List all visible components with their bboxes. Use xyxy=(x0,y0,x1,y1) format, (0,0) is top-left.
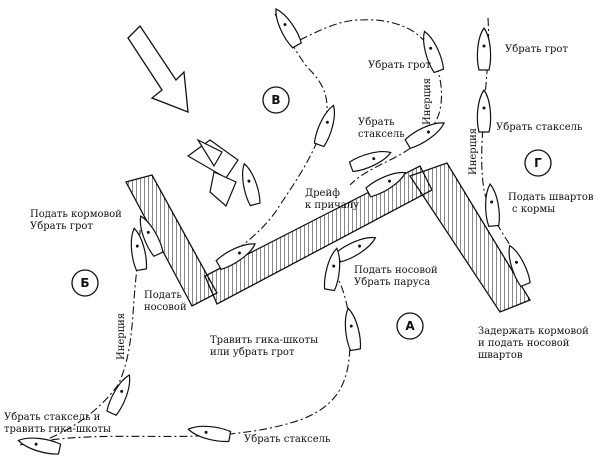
pier xyxy=(125,162,531,313)
boat-group-icon xyxy=(186,138,239,208)
marker-g: Г xyxy=(524,149,552,177)
marker-a: А xyxy=(396,312,424,340)
label-travit-2: или убрать грот xyxy=(210,347,295,358)
path-v2 xyxy=(299,19,443,186)
label-podat-shvartov-1: Подать швартов xyxy=(508,192,594,203)
label-zaderzhat-3: швартов xyxy=(478,350,523,361)
label-podat-shvartov-2: с кормы xyxy=(512,204,555,215)
marker-b: Б xyxy=(71,269,99,297)
course-paths xyxy=(19,13,513,446)
wind-arrow-icon xyxy=(127,24,189,113)
boat-icon xyxy=(237,161,263,207)
boat-icon xyxy=(104,371,136,417)
label-podat: Подать xyxy=(144,290,182,301)
boat-icon xyxy=(186,422,232,444)
label-ubrat-grot-top: Убрать грот xyxy=(368,60,431,71)
label-podat-nosovoy-ubrat-1: Подать носовой xyxy=(354,265,438,276)
marker-a-letter: А xyxy=(405,319,415,333)
marker-v-letter: В xyxy=(271,93,280,107)
boat-icon xyxy=(341,306,363,352)
label-zaderzhat-1: Задержать кормовой xyxy=(478,326,589,337)
label-ubrat-grot-right: Убрать грот xyxy=(505,44,568,55)
label-travit-1: Травить гика-шкоты xyxy=(210,335,318,346)
label-ubrat-staksel-bottom: Убрать стаксель xyxy=(244,434,331,445)
label-inertia-top: Инерция xyxy=(422,78,433,125)
label-dreif-1: Дрейф xyxy=(305,188,340,199)
label-podat-nosovoy-ubrat-2: Убрать паруса xyxy=(354,277,430,288)
label-ubrat-staksel-right: Убрать стаксель xyxy=(496,122,583,133)
boat-icon xyxy=(348,145,394,174)
boat-icon xyxy=(312,102,341,148)
boats xyxy=(16,5,533,457)
boat-icon xyxy=(482,182,501,228)
label-inertia-left: Инерция xyxy=(116,313,127,360)
label-nosovoy: носовой xyxy=(144,302,187,313)
marker-v: В xyxy=(262,86,290,114)
label-podat-kormovoy: Подать кормовой xyxy=(30,209,122,220)
path-v xyxy=(229,13,328,256)
label-ubrat-grot-left: Убрать грот xyxy=(30,221,93,232)
marker-g-letter: Г xyxy=(534,156,542,170)
label-inertia-right: Инерция xyxy=(468,128,479,175)
label-ubrat-staksel-travit-2: травить гика-шкоты xyxy=(4,424,111,435)
label-ubrat-staksel-travit-1: Убрать стаксель и xyxy=(4,412,101,423)
boat-icon xyxy=(269,5,304,50)
label-ubrat-staksel-mid-1: Убрать xyxy=(358,117,395,128)
path-a xyxy=(19,264,351,446)
label-zaderzhat-2: и подать носовой xyxy=(478,338,570,349)
label-dreif-2: к причалу xyxy=(305,200,359,211)
boat-icon xyxy=(16,433,62,457)
boat-icon xyxy=(476,89,492,133)
label-ubrat-staksel-mid-2: стаксель xyxy=(358,129,405,140)
marker-b-letter: Б xyxy=(80,276,89,290)
